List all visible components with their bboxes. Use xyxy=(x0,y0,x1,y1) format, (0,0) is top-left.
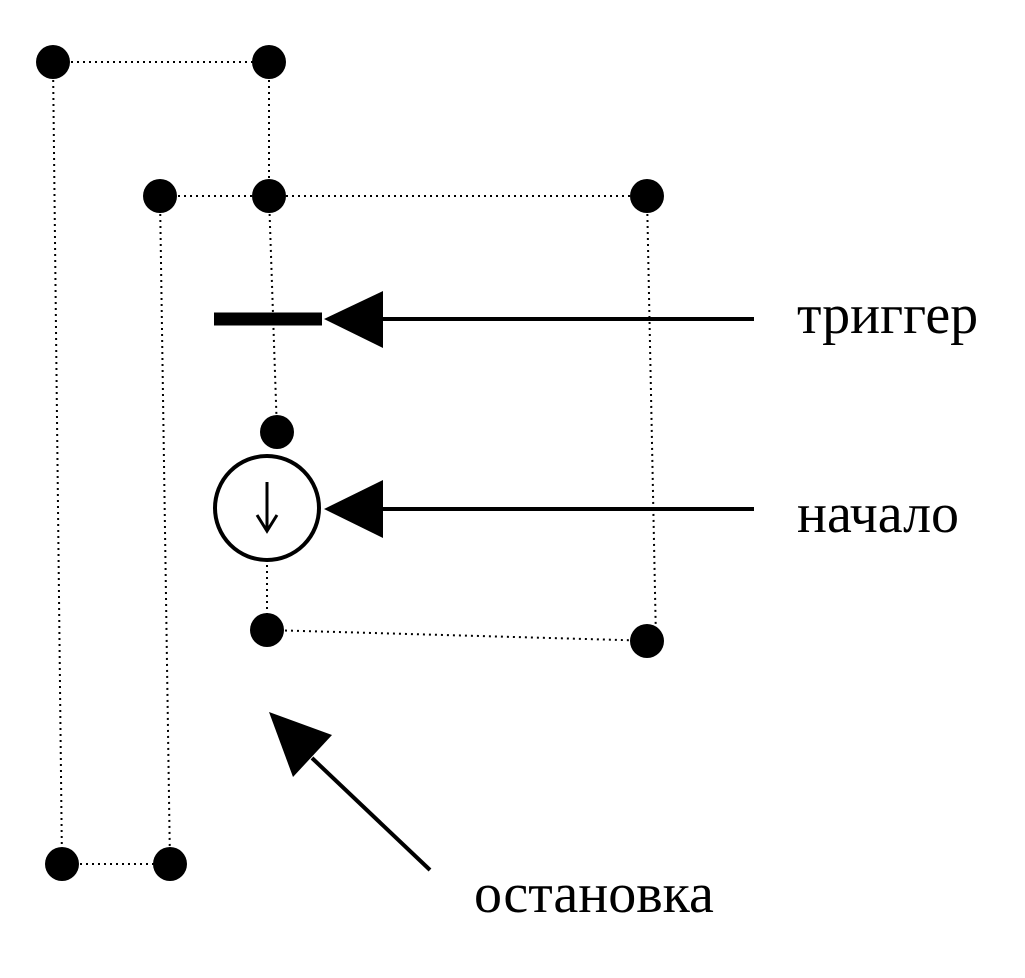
node xyxy=(252,45,286,79)
connector-lines xyxy=(52,61,657,865)
node xyxy=(630,179,664,213)
node xyxy=(250,613,284,647)
label-stop: остановка xyxy=(474,863,714,925)
trigger-pointer-arrow xyxy=(324,291,754,348)
connector-outer-left xyxy=(52,61,63,865)
start-symbol xyxy=(213,454,321,562)
label-trigger: триггер xyxy=(797,284,978,346)
node xyxy=(143,179,177,213)
node xyxy=(153,847,187,881)
node xyxy=(260,415,294,449)
node xyxy=(36,45,70,79)
connector-inner-left xyxy=(159,195,171,865)
down-arrow-icon xyxy=(255,482,279,534)
label-start: начало xyxy=(797,483,959,545)
start-pointer-arrow xyxy=(324,480,754,538)
node xyxy=(45,847,79,881)
connector-right xyxy=(646,195,657,642)
node xyxy=(630,624,664,658)
stop-pointer-arrow xyxy=(269,712,432,872)
nodes xyxy=(36,45,664,881)
connector-bottom xyxy=(266,629,657,642)
node xyxy=(252,179,286,213)
